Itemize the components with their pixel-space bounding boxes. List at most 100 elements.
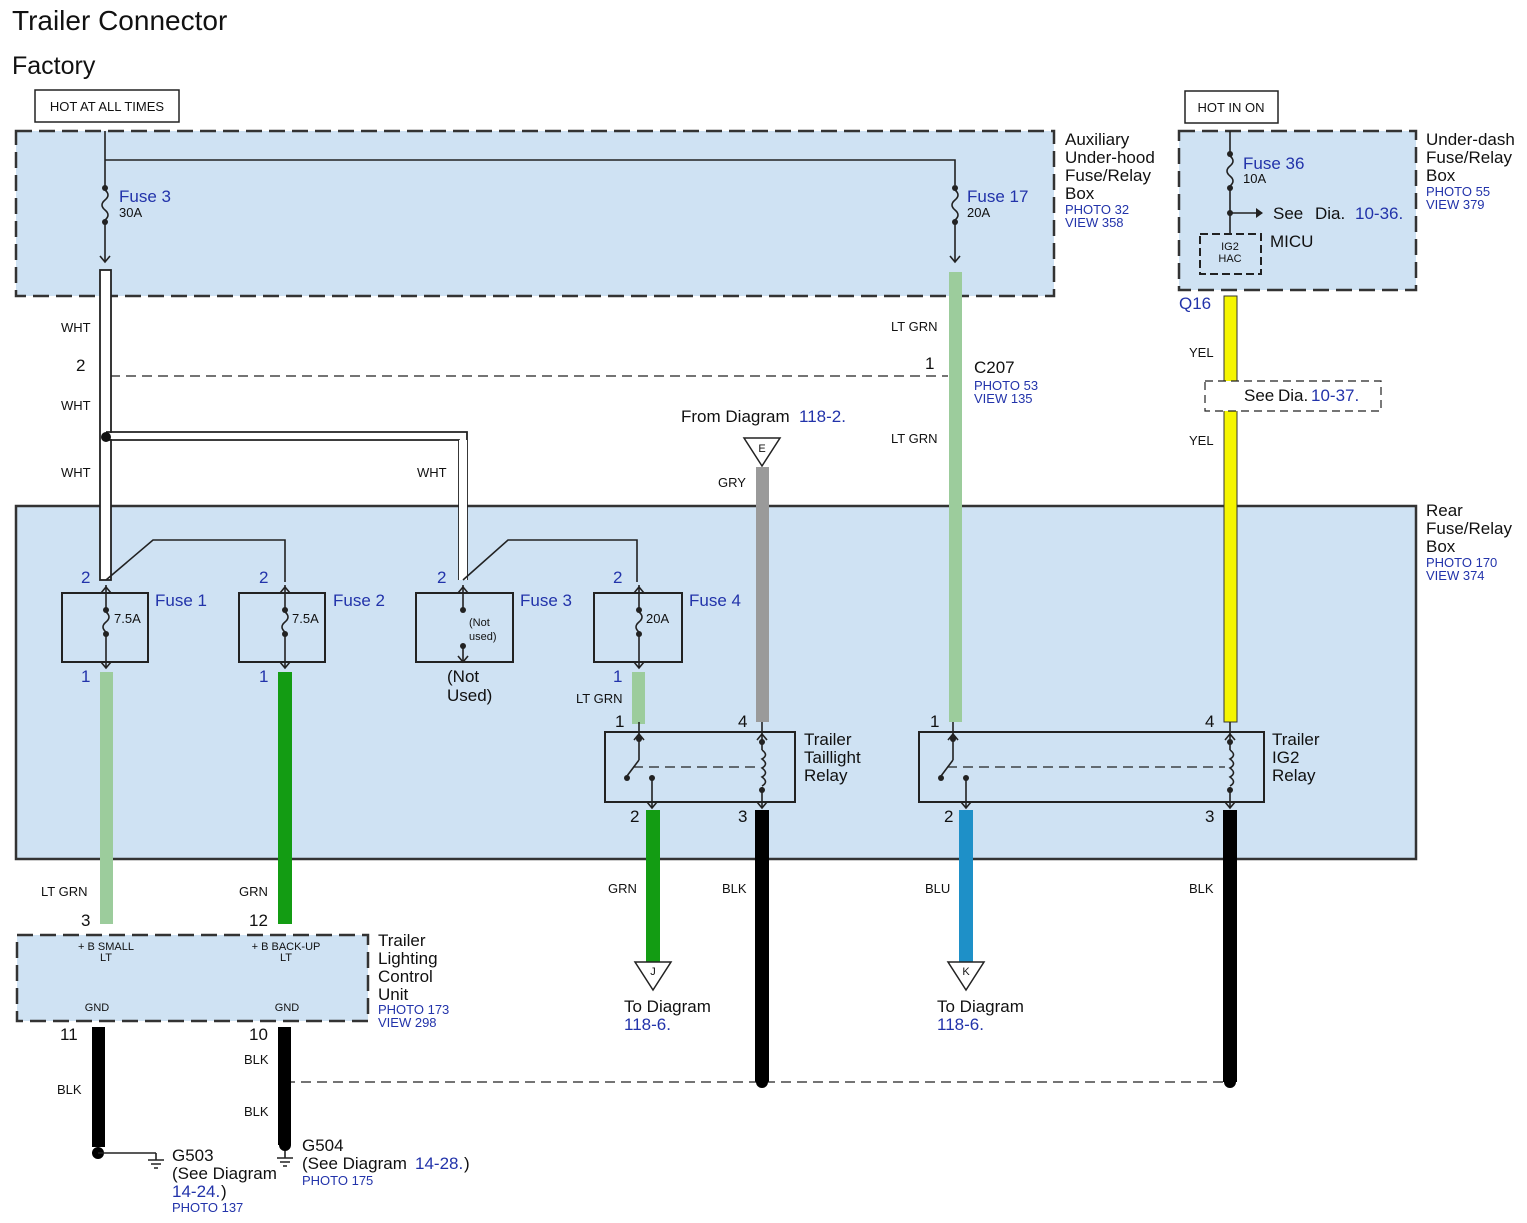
svg-text:IG2: IG2 <box>1272 748 1299 767</box>
svg-text:1: 1 <box>930 712 939 731</box>
svg-text:(Not: (Not <box>447 667 479 686</box>
svg-text:30A: 30A <box>119 205 142 220</box>
diagram-subtitle: Factory <box>12 52 96 80</box>
wire-label-yel-2: YEL <box>1189 433 1214 448</box>
wire-label-ltgrn-3: LT GRN <box>576 691 622 706</box>
wire-gry <box>756 467 769 722</box>
svg-text:10-37.: 10-37. <box>1311 386 1359 405</box>
rear-fuse3: Fuse 3 (Not used) 2 (Not Used) <box>415 568 572 705</box>
svg-text:Box: Box <box>1065 184 1095 203</box>
trailer-taillight-relay: 1 4 2 3 Trailer Taillight Relay <box>604 712 861 826</box>
svg-text:Rear: Rear <box>1426 501 1463 520</box>
svg-text:Used): Used) <box>447 686 492 705</box>
svg-text:J: J <box>650 966 656 978</box>
wire-label-ltgrn-1: LT GRN <box>891 319 937 334</box>
svg-text:G503: G503 <box>172 1146 214 1165</box>
svg-text:118-2.: 118-2. <box>799 407 846 426</box>
hot-in-on-tag <box>1184 90 1279 124</box>
wire-label-grn-1: GRN <box>239 884 268 899</box>
svg-text:PHOTO 170: PHOTO 170 <box>1426 555 1497 570</box>
svg-text:VIEW 379: VIEW 379 <box>1426 197 1485 212</box>
wire-grn-relay <box>646 810 660 962</box>
see-dia-10-37-box <box>1204 380 1382 412</box>
see-dia-10-37: See Dia. 10-37. <box>1244 386 1359 405</box>
wire-label-blk-4: BLK <box>244 1052 269 1067</box>
svg-text:4: 4 <box>1205 712 1214 731</box>
svg-text:3: 3 <box>738 807 747 826</box>
underdash-box-label: Under-dash Fuse/Relay Box PHOTO 55 VIEW … <box>1426 130 1515 212</box>
svg-text:7.5A: 7.5A <box>292 611 319 626</box>
wire-label-wht-2: WHT <box>61 398 91 413</box>
svg-text:used): used) <box>469 631 497 643</box>
svg-text:PHOTO 173: PHOTO 173 <box>378 1002 449 1017</box>
svg-text:Fuse/Relay: Fuse/Relay <box>1065 166 1151 185</box>
svg-text:GND: GND <box>85 1002 110 1014</box>
svg-text:HAC: HAC <box>1218 253 1241 265</box>
svg-text:LT: LT <box>100 952 112 964</box>
wire-label-wht-4: WHT <box>417 465 447 480</box>
svg-text:GND: GND <box>275 1002 300 1014</box>
svg-text:See: See <box>1244 386 1274 405</box>
wire-label-wht-1: WHT <box>61 320 91 335</box>
svg-text:3: 3 <box>1205 807 1214 826</box>
ud-fuse36: Fuse 36 10A <box>1226 131 1304 234</box>
c207-label: 2 1 C207 PHOTO 53 VIEW 135 <box>76 354 1038 406</box>
svg-text:11: 11 <box>60 1025 78 1044</box>
svg-text:Relay: Relay <box>1272 766 1316 785</box>
svg-text:2: 2 <box>944 807 953 826</box>
wire-yel <box>1223 295 1238 723</box>
rear-fuse-relay-box <box>14 504 1418 861</box>
hot-in-on-label: HOT IN ON <box>1198 100 1265 115</box>
rear-fuse2: Fuse 2 7.5A 2 1 <box>238 568 385 686</box>
svg-text:118-6.: 118-6. <box>937 1015 984 1034</box>
svg-text:LT: LT <box>280 952 292 964</box>
svg-text:To Diagram: To Diagram <box>937 997 1024 1016</box>
wire-label-blk-1: BLK <box>722 881 747 896</box>
svg-text:Box: Box <box>1426 537 1456 556</box>
svg-text:1: 1 <box>615 712 624 731</box>
splice-dot-2 <box>756 1076 768 1088</box>
svg-text:PHOTO 32: PHOTO 32 <box>1065 202 1129 217</box>
to-diagram-k: K To Diagram 118-6. <box>937 961 1024 1034</box>
svg-text:1: 1 <box>613 667 622 686</box>
svg-text:Q16: Q16 <box>1179 294 1211 313</box>
rear-fuse1: Fuse 1 7.5A 2 1 <box>61 568 207 686</box>
wire-grn-fuse2 <box>278 672 292 924</box>
svg-text:14-24.: 14-24. <box>172 1182 220 1201</box>
hot-at-all-times-label: HOT AT ALL TIMES <box>50 99 164 114</box>
svg-text:12: 12 <box>249 911 268 930</box>
svg-text:Fuse 1: Fuse 1 <box>155 591 207 610</box>
underdash-fuse-relay-box <box>1177 129 1418 292</box>
svg-text:From Diagram: From Diagram <box>681 407 790 426</box>
micu: IG2 HAC MICU Q16 <box>1179 232 1313 313</box>
to-diagram-j: J To Diagram 118-6. <box>624 961 711 1034</box>
jumper-fuse3-fuse4 <box>462 539 638 582</box>
wire-blk-relay2 <box>1223 810 1237 1082</box>
hot-at-all-times-tag <box>34 89 180 123</box>
svg-text:Fuse 3: Fuse 3 <box>520 591 572 610</box>
svg-text:Box: Box <box>1426 166 1456 185</box>
wire-blk-relay1 <box>755 810 769 1082</box>
aux-box-label: Auxiliary Under-hood Fuse/Relay Box PHOT… <box>1065 130 1155 230</box>
wire-label-wht-3: WHT <box>61 465 91 480</box>
svg-text:(Not: (Not <box>469 617 490 629</box>
wire-label-blk-5: BLK <box>244 1104 269 1119</box>
svg-text:K: K <box>962 966 970 978</box>
rear-box-label: Rear Fuse/Relay Box PHOTO 170 VIEW 374 <box>1426 501 1512 583</box>
wire-label-yel-1: YEL <box>1189 345 1214 360</box>
wire-label-grn-2: GRN <box>608 881 637 896</box>
svg-text:Relay: Relay <box>804 766 848 785</box>
svg-text:PHOTO 137: PHOTO 137 <box>172 1200 243 1215</box>
svg-text:10: 10 <box>249 1025 268 1044</box>
wire-ltgrn-fuse4 <box>632 672 645 724</box>
svg-text:VIEW 298: VIEW 298 <box>378 1015 437 1030</box>
svg-text:MICU: MICU <box>1270 232 1313 251</box>
svg-text:Trailer: Trailer <box>378 931 426 950</box>
svg-text:Auxiliary: Auxiliary <box>1065 130 1130 149</box>
svg-text:PHOTO 55: PHOTO 55 <box>1426 184 1490 199</box>
wire-label-gry: GRY <box>718 475 746 490</box>
svg-text:Taillight: Taillight <box>804 748 861 767</box>
svg-text:2: 2 <box>76 356 85 375</box>
svg-text:PHOTO 53: PHOTO 53 <box>974 378 1038 393</box>
svg-text:Fuse/Relay: Fuse/Relay <box>1426 148 1512 167</box>
